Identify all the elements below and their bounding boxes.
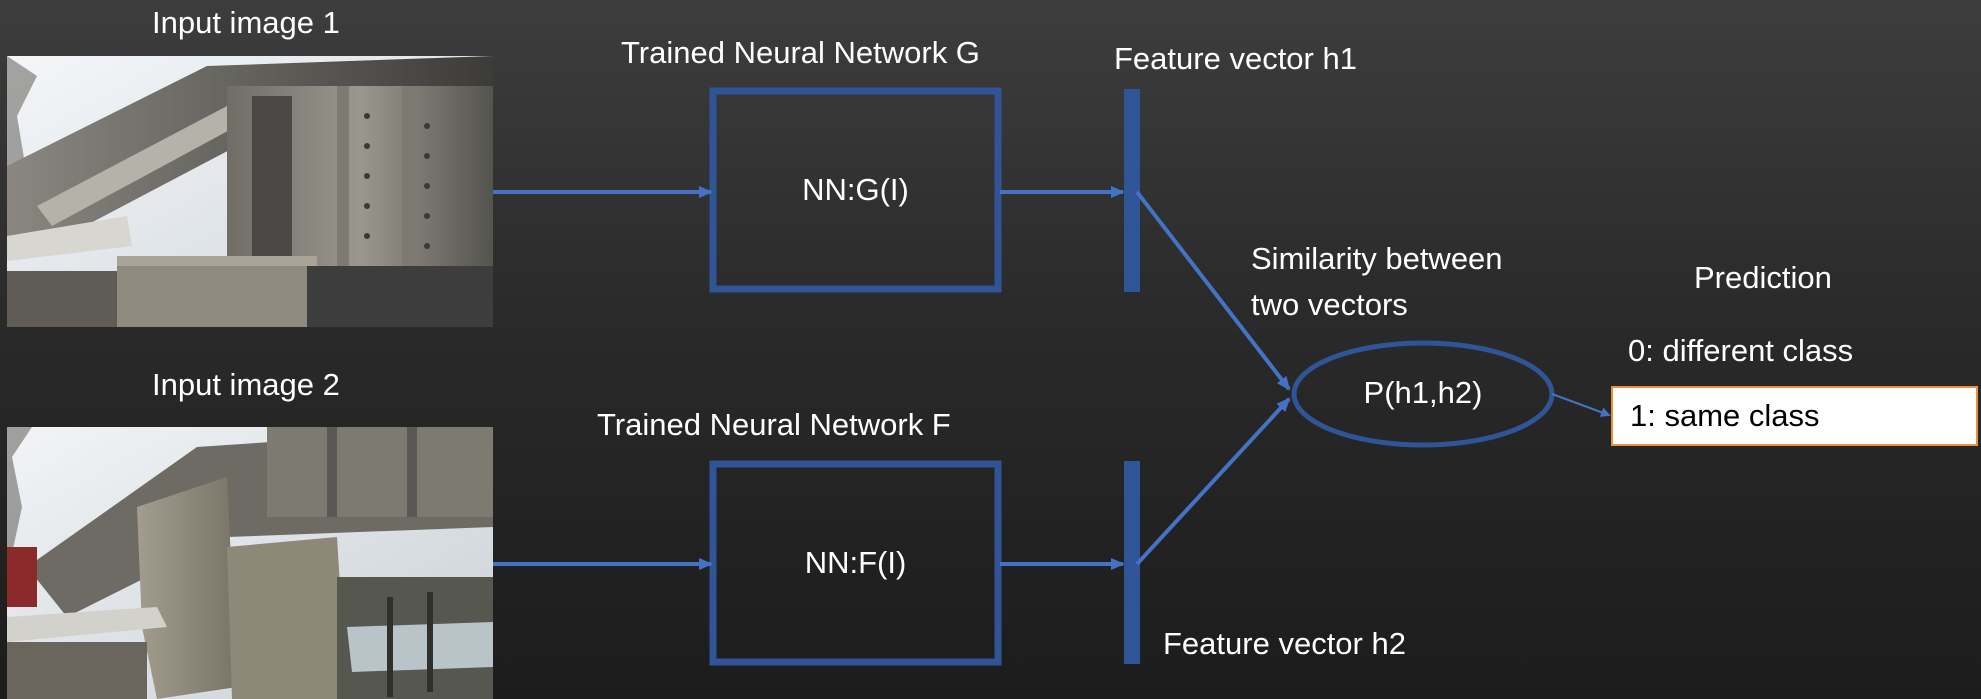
prediction-option-1: 1: same class [1630, 398, 1820, 433]
arrow-similarity-to-prediction [1551, 393, 1611, 417]
network-g-box [709, 87, 1002, 293]
feature-vector-h1-bar [1124, 89, 1140, 292]
bridge-underside-photo-icon [7, 56, 493, 327]
input-image-2-label: Input image 2 [152, 367, 340, 402]
input-image-1-label: Input image 1 [152, 5, 340, 40]
similarity-node-label: P(h1,h2) [1363, 375, 1483, 410]
arrow-h1-to-similarity [1135, 190, 1291, 391]
network-g-box-label: NN:G(I) [802, 172, 909, 207]
network-f-box-label: NN:F(I) [804, 545, 907, 580]
feature-vector-h2-label: Feature vector h2 [1163, 626, 1406, 661]
feature-vector-h2-bar [1124, 461, 1140, 664]
network-f-box [709, 460, 1002, 666]
arrow-h2-to-similarity [1135, 397, 1291, 566]
similarity-label-line1: Similarity between [1251, 241, 1503, 276]
input-photo-2 [7, 427, 493, 699]
bridge-pier-photo-icon [7, 427, 493, 699]
feature-vector-h1-label: Feature vector h1 [1114, 41, 1357, 76]
prediction-title: Prediction [1694, 260, 1832, 295]
input-photo-1 [7, 56, 493, 327]
similarity-label-line2: two vectors [1251, 287, 1408, 322]
network-g-title: Trained Neural Network G [621, 35, 980, 70]
prediction-option-0: 0: different class [1628, 333, 1854, 368]
network-f-title: Trained Neural Network F [597, 407, 951, 442]
prediction-option-1-box: 1: same class [1611, 386, 1978, 446]
